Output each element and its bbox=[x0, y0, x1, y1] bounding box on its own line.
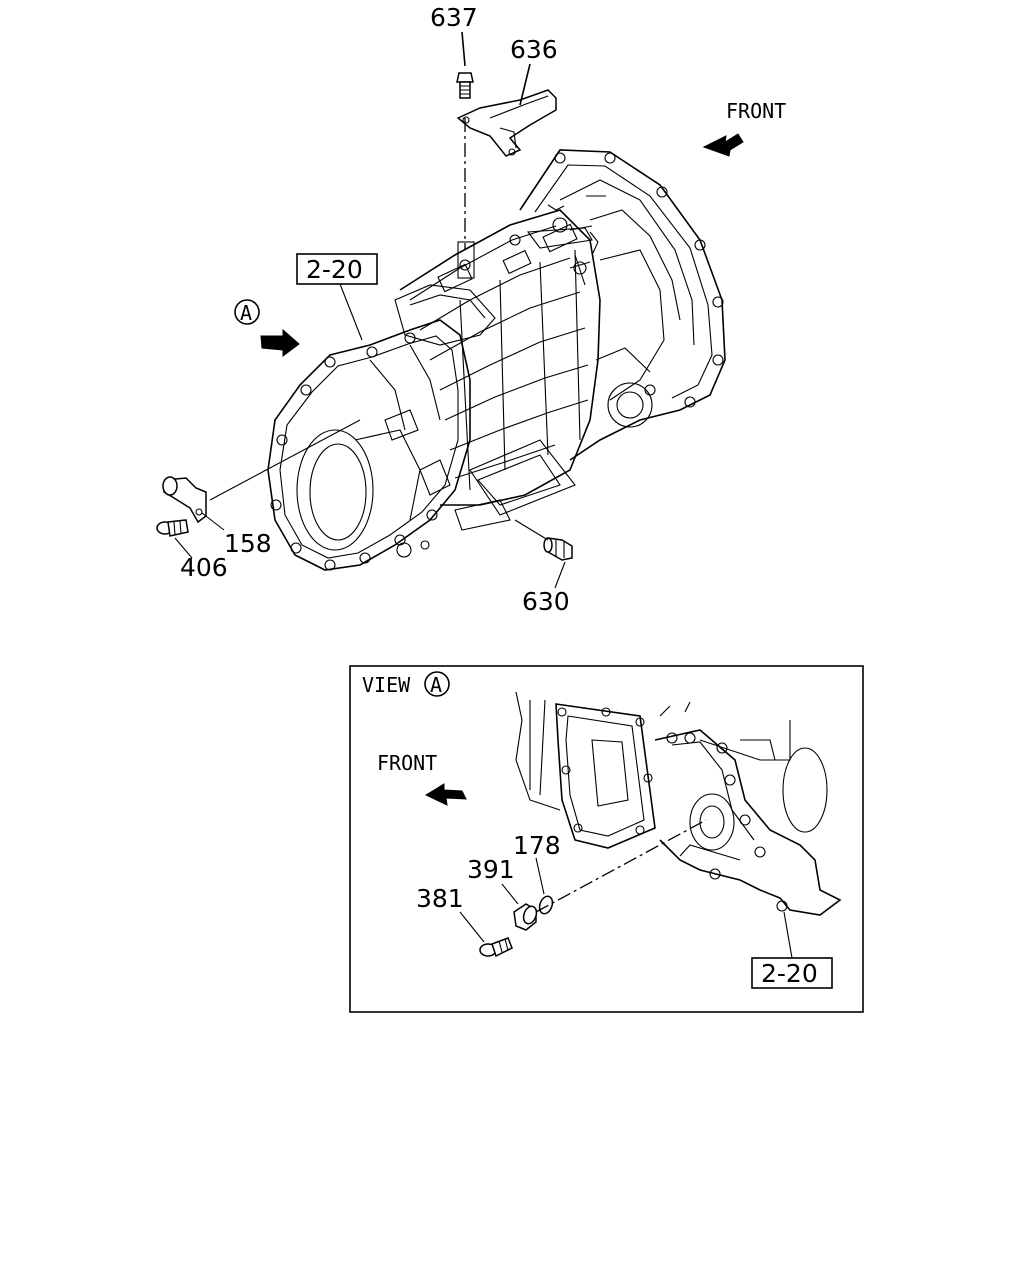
view-marker-circle bbox=[234, 299, 260, 325]
front-arrow-inset-icon bbox=[424, 783, 467, 806]
leader-637 bbox=[461, 31, 466, 67]
front-label-inset: FRONT bbox=[377, 751, 437, 775]
bolt-406 bbox=[156, 519, 189, 537]
ref-label-inset: 2-20 bbox=[761, 959, 818, 988]
bolt-381 bbox=[479, 937, 513, 958]
leader-158 bbox=[201, 419, 361, 531]
inset-axis-line bbox=[535, 819, 707, 913]
callout-381: 381 bbox=[416, 884, 464, 913]
ref-label-main: 2-20 bbox=[306, 255, 363, 284]
transmission-assembly bbox=[267, 149, 726, 571]
leader-406 bbox=[174, 537, 193, 559]
inset-view-marker-circle bbox=[424, 671, 450, 697]
bracket-636 bbox=[456, 89, 557, 157]
leader-ref-main bbox=[339, 283, 363, 341]
callout-178: 178 bbox=[513, 831, 561, 860]
clip-158 bbox=[162, 476, 207, 524]
view-marker-letter: A bbox=[240, 301, 252, 325]
leader-391 bbox=[501, 883, 519, 905]
plug-391 bbox=[513, 903, 538, 931]
leader-636 bbox=[519, 63, 531, 106]
leader-381 bbox=[459, 911, 485, 943]
o-ring-178 bbox=[538, 895, 554, 915]
bolt-637 bbox=[456, 72, 474, 99]
callout-636: 636 bbox=[510, 35, 558, 64]
inset-frame bbox=[349, 665, 864, 1013]
sensor-630 bbox=[543, 537, 573, 561]
callout-158: 158 bbox=[224, 529, 272, 558]
leader-630 bbox=[554, 561, 566, 589]
callout-637: 637 bbox=[430, 3, 478, 32]
leader-178 bbox=[535, 857, 545, 895]
callout-391: 391 bbox=[467, 855, 515, 884]
axis-630 bbox=[514, 519, 549, 541]
front-label-main: FRONT bbox=[726, 99, 786, 123]
callout-406: 406 bbox=[180, 553, 228, 582]
inset-case-drawing bbox=[515, 691, 842, 916]
inset-view-label: VIEW bbox=[362, 673, 411, 697]
front-arrow-main-icon bbox=[702, 133, 744, 157]
leader-ref-inset bbox=[783, 911, 793, 959]
ref-box-main bbox=[296, 253, 378, 285]
callout-630: 630 bbox=[522, 587, 570, 616]
inset-view-marker-letter: A bbox=[430, 673, 442, 697]
view-arrow-icon bbox=[260, 328, 300, 357]
